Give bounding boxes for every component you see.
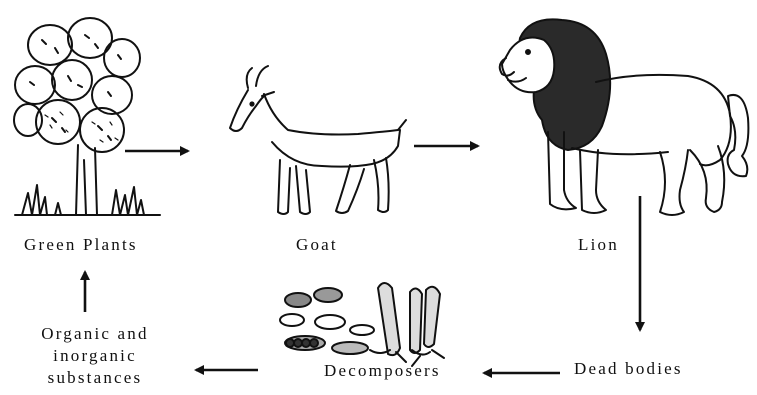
decomposers-icon (279, 282, 445, 367)
label-dead-bodies: Dead bodies (574, 359, 683, 378)
label-substances-line-3: substances (47, 368, 143, 387)
label-lion: Lion (578, 235, 619, 254)
tree-icon (13, 17, 161, 216)
label-substances: Organic and inorganic substances (20, 323, 170, 389)
label-green-plants: Green Plants (24, 235, 138, 254)
arrows (80, 141, 645, 378)
goat-icon (229, 65, 407, 215)
label-decomposers: Decomposers (324, 361, 441, 380)
lion-icon (498, 18, 750, 216)
label-substances-line-1: Organic and (41, 324, 149, 343)
label-substances-line-2: inorganic (53, 346, 137, 365)
label-goat: Goat (296, 235, 338, 254)
